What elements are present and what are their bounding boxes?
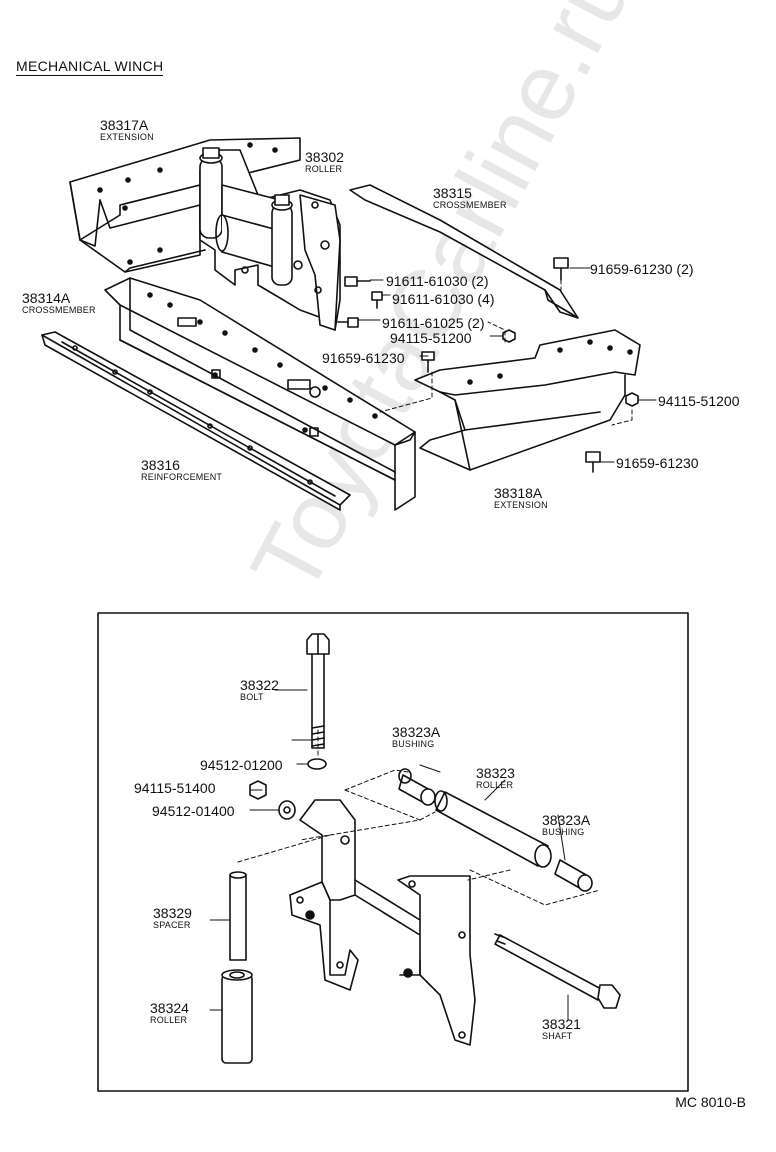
bushing-38323a-2-drawing: [554, 859, 593, 892]
part-38324-label: 38324 ROLLER: [150, 1001, 189, 1025]
part-name: ROLLER: [150, 1015, 188, 1025]
washer-94512-01400-drawing: [278, 800, 296, 820]
part-name: BOLT: [240, 692, 264, 702]
diagram-code: MC 8010-B: [675, 1094, 746, 1110]
part-number: 38318A: [494, 485, 543, 501]
part-name: REINFORCEMENT: [141, 472, 223, 482]
spacer-38329-drawing: [229, 871, 247, 961]
part-38317a-label: 38317A EXTENSION: [100, 118, 154, 142]
part-number: 38323: [476, 765, 515, 781]
diagram-title: MECHANICAL WINCH: [16, 58, 164, 76]
part-name: SHAFT: [542, 1031, 573, 1041]
part-38314a-label: 38314A CROSSMEMBER: [22, 291, 96, 315]
reinforcement-38316-drawing: [41, 331, 351, 511]
part-number: 38323A: [392, 724, 441, 740]
fastener-91659-61230-b-label: 91659-61230: [616, 455, 699, 471]
detail-box: [97, 612, 689, 1092]
part-38302-label: 38302 ROLLER: [305, 150, 344, 174]
part-38323a-1-label: 38323A BUSHING: [392, 725, 440, 749]
roller-38302-drawing: [199, 147, 341, 331]
fastener-91611-61030-4-label: 91611-61030 (4): [392, 291, 495, 307]
part-number: 38324: [150, 1000, 189, 1016]
roller-38324-drawing: [221, 969, 253, 1064]
part-number: 38316: [141, 457, 180, 473]
part-38316-label: 38316 REINFORCEMENT: [141, 458, 222, 482]
part-38315-label: 38315 CROSSMEMBER: [433, 186, 507, 210]
part-name: CROSSMEMBER: [433, 200, 507, 210]
part-number: 38314A: [22, 290, 71, 306]
part-name: EXTENSION: [100, 132, 154, 142]
bushing-38323a-1-drawing: [398, 768, 436, 806]
fastener-91611-61030-2-label: 91611-61030 (2): [386, 273, 489, 289]
part-number: 38323A: [542, 812, 591, 828]
part-name: ROLLER: [305, 164, 343, 174]
part-number: 38315: [433, 185, 472, 201]
crossmember-38314a-drawing: [104, 277, 416, 511]
part-number: 38321: [542, 1016, 581, 1032]
fastener-91611-61025-label: 91611-61025 (2): [382, 315, 485, 331]
part-name: ROLLER: [476, 780, 514, 790]
part-number: 38317A: [100, 117, 149, 133]
bracket-assembly-drawing: [289, 799, 476, 1046]
part-38321-label: 38321 SHAFT: [542, 1017, 581, 1041]
part-38323-label: 38323 ROLLER: [476, 766, 515, 790]
fastener-91659-61230-a-label: 91659-61230: [322, 350, 405, 366]
extension-38318a-drawing: [414, 329, 641, 471]
part-number: 38322: [240, 677, 279, 693]
part-name: SPACER: [153, 920, 191, 930]
part-name: EXTENSION: [494, 500, 548, 510]
part-38322-label: 38322 BOLT: [240, 678, 279, 702]
part-38318a-label: 38318A EXTENSION: [494, 486, 548, 510]
part-number: 38302: [305, 149, 344, 165]
fastener-94115-51200-a-label: 94115-51200: [390, 330, 472, 346]
part-38323a-2-label: 38323A BUSHING: [542, 813, 590, 837]
bottom-leader-lines: [209, 689, 601, 1021]
roller-38323-drawing: [434, 790, 552, 868]
shaft-38321-drawing: [494, 933, 621, 1009]
part-name: BUSHING: [392, 739, 435, 749]
part-name: BUSHING: [542, 827, 585, 837]
part-name: CROSSMEMBER: [22, 305, 96, 315]
top-leader-lines: [357, 267, 657, 463]
fastener-91659-61230-2-label: 91659-61230 (2): [590, 261, 694, 277]
washer-94512-01200-drawing: [307, 758, 327, 770]
crossmember-38315-drawing: [349, 184, 579, 319]
part-38329-label: 38329 SPACER: [153, 906, 192, 930]
fastener-94115-51200-b-label: 94115-51200: [658, 393, 740, 409]
fastener-94115-51400-label: 94115-51400: [134, 780, 216, 796]
fastener-94512-01400-label: 94512-01400: [152, 803, 235, 819]
part-number: 38329: [153, 905, 192, 921]
fastener-94512-01200-label: 94512-01200: [200, 757, 283, 773]
